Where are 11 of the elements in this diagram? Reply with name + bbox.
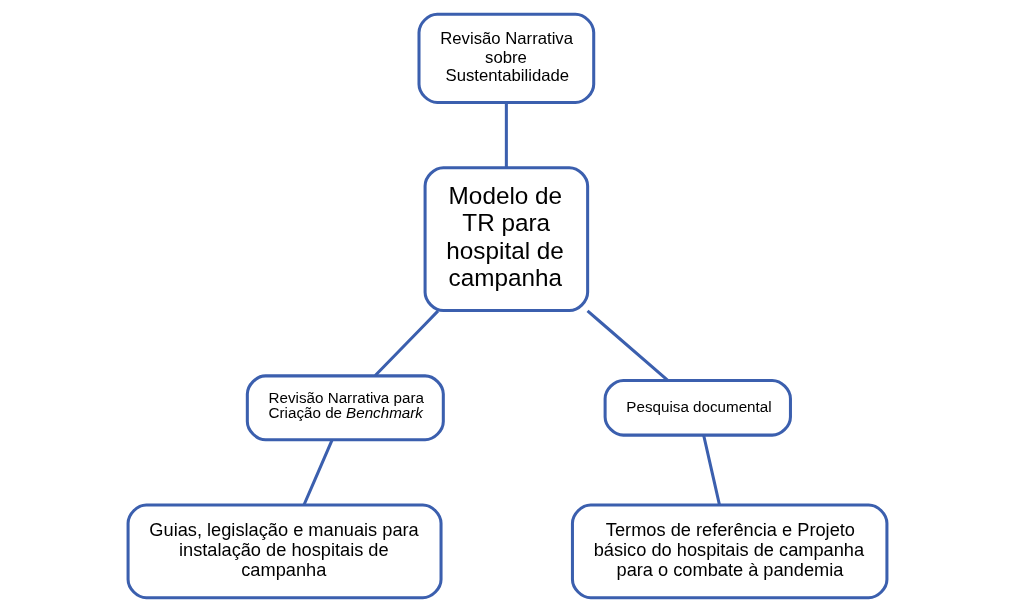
node-box: Modelo de TR para hospital de campanha xyxy=(423,166,590,313)
connector xyxy=(586,309,669,382)
node-box: Revisão Narrativa para Criação de Benchmark xyxy=(245,374,445,442)
connector xyxy=(504,102,508,168)
connector xyxy=(374,309,440,377)
node-box: Pesquisa documental xyxy=(603,378,792,437)
connector xyxy=(302,439,334,506)
node-box: Termos de referência e Projeto básico do hospitais de campanha para o combate à pandemia xyxy=(570,503,889,600)
node-box: Guias, legislação e manuais para instalação de hospitais de campanha xyxy=(126,503,443,600)
connector xyxy=(702,435,721,506)
node-box: Revisão Narrativa sobre Sustentabilidade xyxy=(417,12,596,104)
